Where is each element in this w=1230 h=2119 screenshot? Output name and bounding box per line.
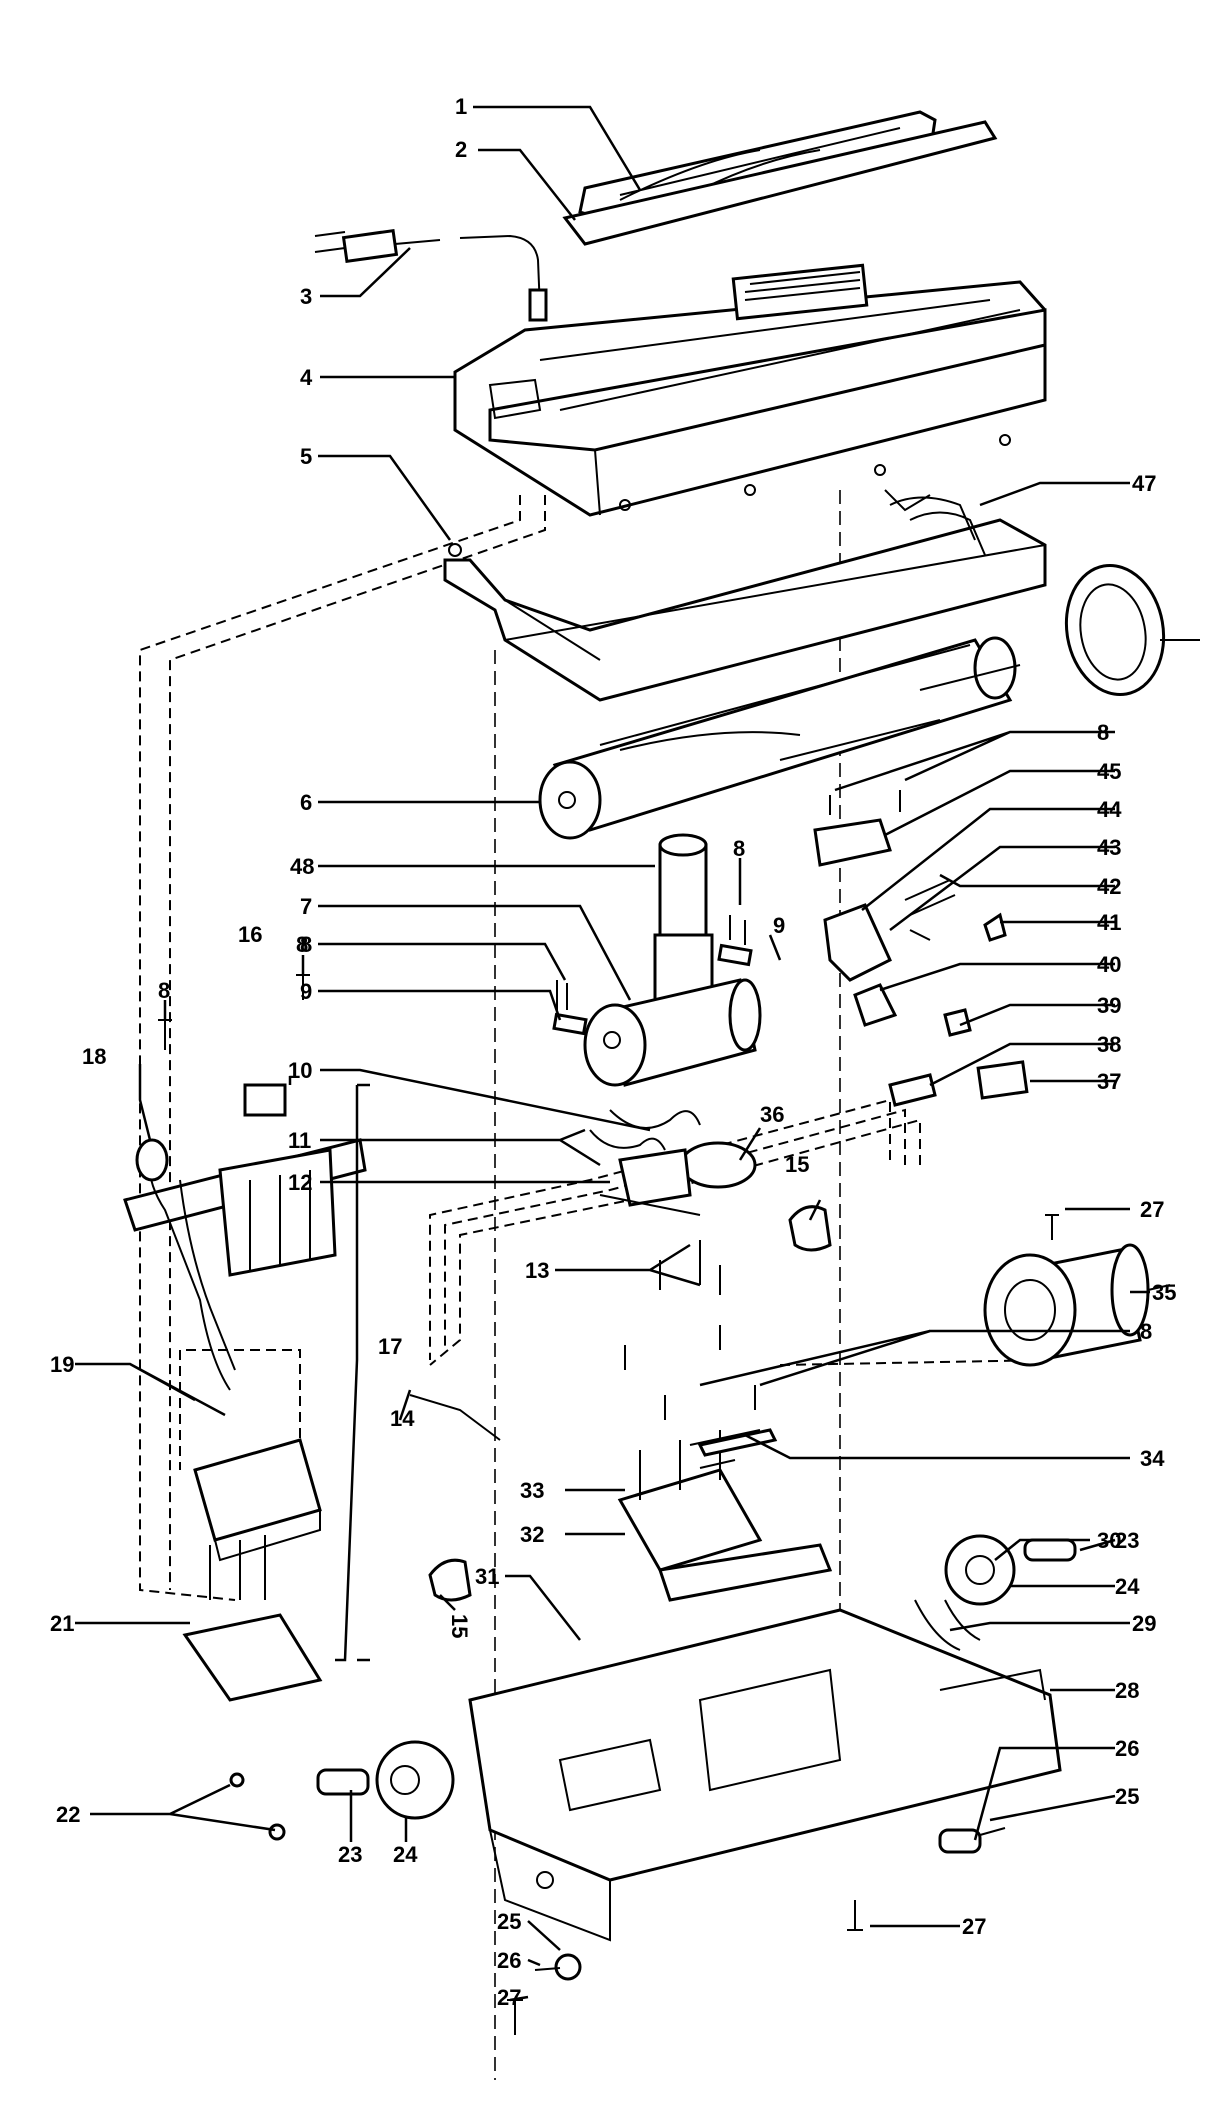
callout-31: 31 — [475, 1564, 499, 1589]
callout-15a: 15 — [785, 1152, 809, 1177]
part-28-base — [468, 1608, 1062, 1942]
callout-45: 45 — [1097, 759, 1121, 784]
callout-8e: 8 — [296, 932, 308, 957]
callout-22: 22 — [56, 1802, 80, 1827]
callout-43: 43 — [1097, 835, 1121, 860]
part-29-clips — [914, 1599, 981, 1651]
callout-34: 34 — [1140, 1446, 1165, 1471]
callout-26a: 26 — [1115, 1736, 1139, 1761]
callout-16: 16 — [238, 922, 262, 947]
part-5-bumper — [443, 518, 1047, 702]
part-30-34-carriage — [617, 1428, 833, 1602]
part-20-21-switch-block — [182, 1438, 323, 1702]
part-22-screws — [229, 1772, 286, 1841]
callout-19: 19 — [50, 1352, 74, 1377]
callout-28: 28 — [1115, 1678, 1139, 1703]
callout-47: 47 — [1132, 471, 1156, 496]
callout-48: 48 — [290, 854, 314, 879]
callout-23a: 23 — [1115, 1528, 1139, 1553]
callout-8a: 8 — [1097, 720, 1109, 745]
callout-labels: 1 2 3 4 5 47 8 45 44 43 42 41 40 39 38 3… — [50, 94, 1176, 2010]
belt-ring — [1064, 563, 1200, 697]
part-16-19-switch-bracket — [123, 1083, 367, 1391]
callout-8c: 8 — [300, 932, 312, 957]
callout-32: 32 — [520, 1522, 544, 1547]
part-2-lens — [562, 120, 998, 246]
callout-24b: 24 — [393, 1842, 418, 1867]
callout-27a: 27 — [1140, 1197, 1164, 1222]
part-3-cord-plug — [314, 228, 548, 322]
leader-lines — [75, 105, 1150, 2002]
callout-27c: 27 — [497, 1985, 521, 2010]
part-4-hood — [453, 263, 1047, 517]
callout-29: 29 — [1132, 1611, 1156, 1636]
part-9-clips — [552, 943, 753, 1036]
part-10-11-springs — [589, 1109, 701, 1151]
callout-25b: 25 — [497, 1909, 521, 1934]
part-13-clips — [659, 1240, 721, 1295]
callout-9b: 9 — [300, 979, 312, 1004]
callout-15b: 15 — [447, 1614, 472, 1638]
callout-21: 21 — [50, 1611, 74, 1636]
part-48-motor-housing — [653, 833, 714, 1002]
callout-8d: 8 — [158, 978, 170, 1003]
callout-41: 41 — [1097, 910, 1121, 935]
part-8-screws — [158, 790, 901, 1420]
callout-6: 6 — [300, 790, 312, 815]
callout-42: 42 — [1097, 874, 1121, 899]
callout-26b: 26 — [497, 1948, 521, 1973]
callout-1: 1 — [455, 94, 467, 119]
callout-10: 10 — [288, 1058, 312, 1083]
callout-3: 3 — [300, 284, 312, 309]
callout-35: 35 — [1152, 1280, 1176, 1305]
callout-33: 33 — [520, 1478, 544, 1503]
callout-36: 36 — [760, 1102, 784, 1127]
part-7-motor — [583, 978, 762, 1087]
callout-37: 37 — [1097, 1069, 1121, 1094]
callout-18: 18 — [82, 1044, 106, 1069]
callout-23b: 23 — [338, 1842, 362, 1867]
part-47-wire-bracket — [884, 489, 986, 556]
callout-5: 5 — [300, 444, 312, 469]
callout-13: 13 — [525, 1258, 549, 1283]
callout-24a: 24 — [1115, 1574, 1140, 1599]
callout-8f: 8 — [1140, 1319, 1152, 1344]
callout-12: 12 — [288, 1170, 312, 1195]
part-37-45-switch-group — [813, 818, 1029, 1107]
callout-39: 39 — [1097, 993, 1121, 1018]
callout-38: 38 — [1097, 1032, 1121, 1057]
part-23-24-wheels — [316, 1534, 1077, 1820]
callout-14: 14 — [390, 1406, 415, 1431]
callout-44: 44 — [1097, 797, 1122, 822]
callout-30: 30 — [1097, 1528, 1121, 1553]
callout-8b: 8 — [733, 836, 745, 861]
assembly-guide-lines — [139, 490, 1051, 2080]
part-15-pads — [428, 1205, 832, 1602]
callout-4: 4 — [300, 365, 313, 390]
part-35-motor — [983, 1243, 1171, 1367]
callout-7: 7 — [300, 894, 312, 919]
part-25-26-27-hardware — [507, 1214, 1059, 2035]
callout-27b: 27 — [962, 1914, 986, 1939]
callout-2: 2 — [455, 137, 467, 162]
callout-9a: 9 — [773, 913, 785, 938]
part-14-spring-wire — [409, 1394, 501, 1441]
callout-40: 40 — [1097, 952, 1121, 977]
part-36-bulb — [599, 1141, 757, 1216]
callout-11: 11 — [288, 1128, 311, 1153]
callout-17: 17 — [378, 1334, 402, 1359]
part-6-agitator — [538, 636, 1021, 840]
callout-25a: 25 — [1115, 1784, 1139, 1809]
